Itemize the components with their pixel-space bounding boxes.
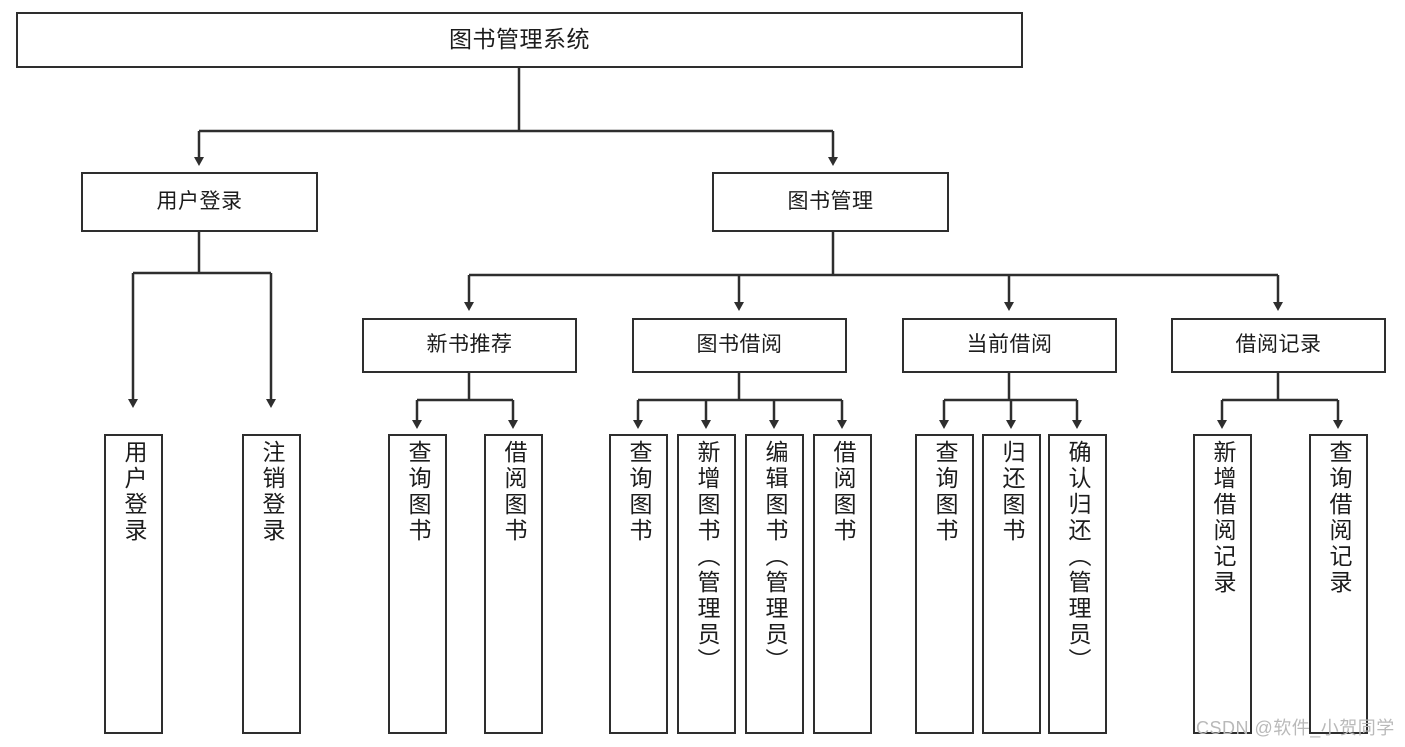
node-current-borrowing[interactable]: 当前借阅 xyxy=(902,318,1117,373)
leaf-record-query-borrow-record[interactable]: 查询借阅记录 xyxy=(1309,434,1368,734)
node-new-book-recommendation[interactable]: 新书推荐 xyxy=(362,318,577,373)
node-label: 用户登录 xyxy=(156,189,243,213)
node-book-management[interactable]: 图书管理 xyxy=(712,172,949,232)
node-label: 新增图书（管理员） xyxy=(694,440,720,674)
node-label: 图书管理 xyxy=(787,189,874,213)
leaf-record-add-borrow-record[interactable]: 新增借阅记录 xyxy=(1193,434,1252,734)
node-user-login[interactable]: 用户登录 xyxy=(81,172,318,232)
leaf-current-confirm-return-admin[interactable]: 确认归还（管理员） xyxy=(1048,434,1107,734)
node-label: 注销登录 xyxy=(259,440,285,544)
node-borrowing-record[interactable]: 借阅记录 xyxy=(1171,318,1386,373)
node-label: 查询图书 xyxy=(626,440,652,544)
node-label: 查询借阅记录 xyxy=(1326,440,1352,596)
node-label: 编辑图书（管理员） xyxy=(762,440,788,674)
node-label: 查询图书 xyxy=(405,440,431,544)
node-book-borrowing[interactable]: 图书借阅 xyxy=(632,318,847,373)
leaf-borrow-query-books[interactable]: 查询图书 xyxy=(609,434,668,734)
leaf-borrow-add-book-admin[interactable]: 新增图书（管理员） xyxy=(677,434,736,734)
leaf-borrow-edit-book-admin[interactable]: 编辑图书（管理员） xyxy=(745,434,804,734)
node-label: 用户登录 xyxy=(121,440,147,544)
leaf-current-return-books[interactable]: 归还图书 xyxy=(982,434,1041,734)
leaf-borrow-borrow-books[interactable]: 借阅图书 xyxy=(813,434,872,734)
node-label: 借阅图书 xyxy=(501,440,527,544)
node-label: 借阅记录 xyxy=(1235,333,1322,357)
node-label: 图书借阅 xyxy=(696,333,783,357)
node-label: 确认归还（管理员） xyxy=(1065,440,1091,674)
csdn-watermark: CSDN @软件_小贺同学 xyxy=(1196,718,1395,738)
node-root-book-management-system[interactable]: 图书管理系统 xyxy=(16,12,1023,68)
leaf-current-query-books[interactable]: 查询图书 xyxy=(915,434,974,734)
leaf-user-login[interactable]: 用户登录 xyxy=(104,434,163,734)
node-label: 借阅图书 xyxy=(830,440,856,544)
node-label: 归还图书 xyxy=(999,440,1025,544)
node-label: 当前借阅 xyxy=(966,333,1053,357)
node-label: 查询图书 xyxy=(932,440,958,544)
node-label: 新书推荐 xyxy=(426,333,513,357)
leaf-new-book-query-books[interactable]: 查询图书 xyxy=(388,434,447,734)
leaf-new-book-borrow-books[interactable]: 借阅图书 xyxy=(484,434,543,734)
leaf-logout[interactable]: 注销登录 xyxy=(242,434,301,734)
node-label: 新增借阅记录 xyxy=(1210,440,1236,596)
node-label: 图书管理系统 xyxy=(449,26,590,53)
